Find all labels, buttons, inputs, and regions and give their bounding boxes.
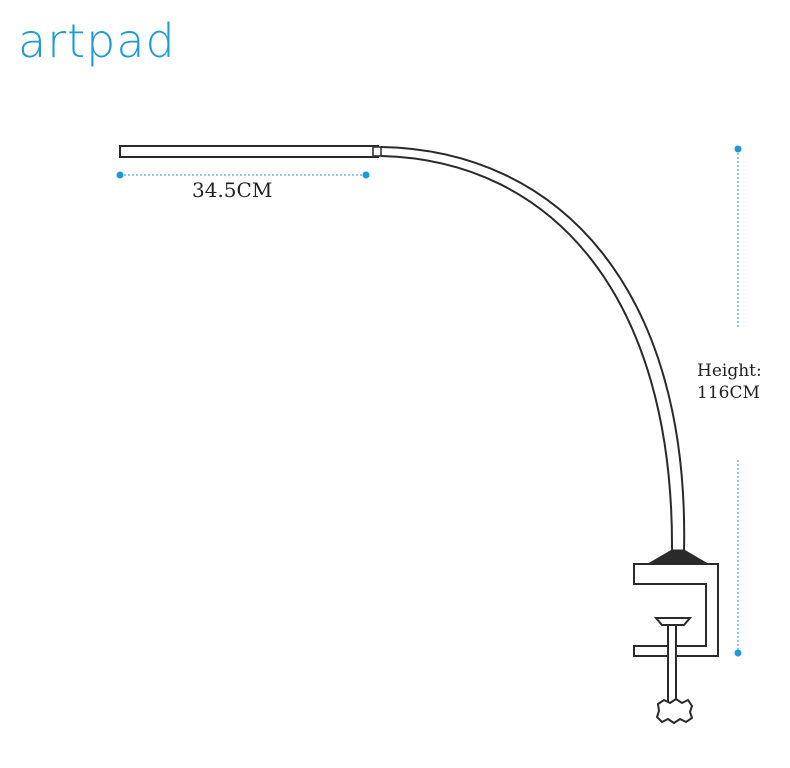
lamp-arm-outer	[380, 146, 686, 553]
clamp-screw	[667, 624, 677, 706]
lamp-head	[119, 145, 379, 158]
height-label-line2: 116CM	[697, 383, 760, 403]
height-dimension-dot-bottom	[734, 649, 742, 657]
clamp-knob	[655, 697, 694, 725]
brand-logo: artpad	[18, 14, 176, 68]
clamp-pad	[653, 617, 693, 626]
width-label: 34.5CM	[192, 178, 273, 202]
height-dimension-dot-top	[734, 145, 742, 153]
lamp-arm-inner	[380, 155, 674, 553]
clamp-body	[633, 563, 719, 657]
height-label-line1: Height:	[697, 361, 762, 381]
width-dimension-dot-right	[362, 171, 370, 179]
lamp-base-cone	[646, 549, 710, 565]
height-label: Height: 116CM	[697, 360, 762, 404]
lamp-head-joint	[372, 146, 382, 157]
width-dimension-dot-left	[116, 171, 124, 179]
